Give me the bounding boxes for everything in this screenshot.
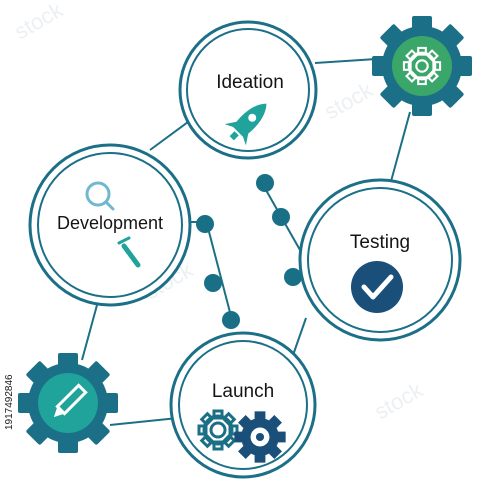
line-gear-testing (389, 111, 411, 186)
svg-text:stock: stock (10, 0, 68, 44)
pencil-icon (53, 383, 88, 418)
gears-icon (197, 409, 286, 463)
line-testing-launch (291, 317, 307, 359)
line-development-launch-dots (207, 227, 233, 321)
line-gear-launch (109, 417, 179, 426)
gear-top-right (372, 16, 472, 116)
node-ideation-label: Ideation (216, 72, 284, 93)
connector-dot (272, 208, 290, 226)
pen-icon (117, 236, 141, 268)
connector-dot (204, 274, 222, 292)
connector-dot (284, 268, 302, 286)
node-ideation: Ideation (178, 20, 318, 160)
node-development: Development (28, 143, 192, 307)
svg-text:stock: stock (370, 377, 428, 425)
magnifier-icon (85, 181, 115, 211)
node-testing: Testing (298, 178, 462, 342)
node-development-label: Development (57, 213, 163, 233)
connector-dot (196, 215, 214, 233)
node-launch-label: Launch (212, 381, 274, 402)
connector-dot (222, 311, 240, 329)
svg-text:stock: stock (320, 77, 378, 125)
checkmark-badge-icon (351, 261, 403, 313)
line-ideation-development (149, 121, 189, 151)
connector-dot (256, 174, 274, 192)
rocket-icon (224, 103, 267, 146)
node-testing-label: Testing (350, 232, 410, 253)
gear-icon (402, 46, 442, 86)
node-launch: Launch (169, 331, 317, 479)
connector-dots (196, 174, 302, 329)
line-development-gear (81, 304, 98, 361)
gear-bottom-left (18, 353, 118, 453)
side-stock-id: 1917492846 (4, 374, 15, 430)
